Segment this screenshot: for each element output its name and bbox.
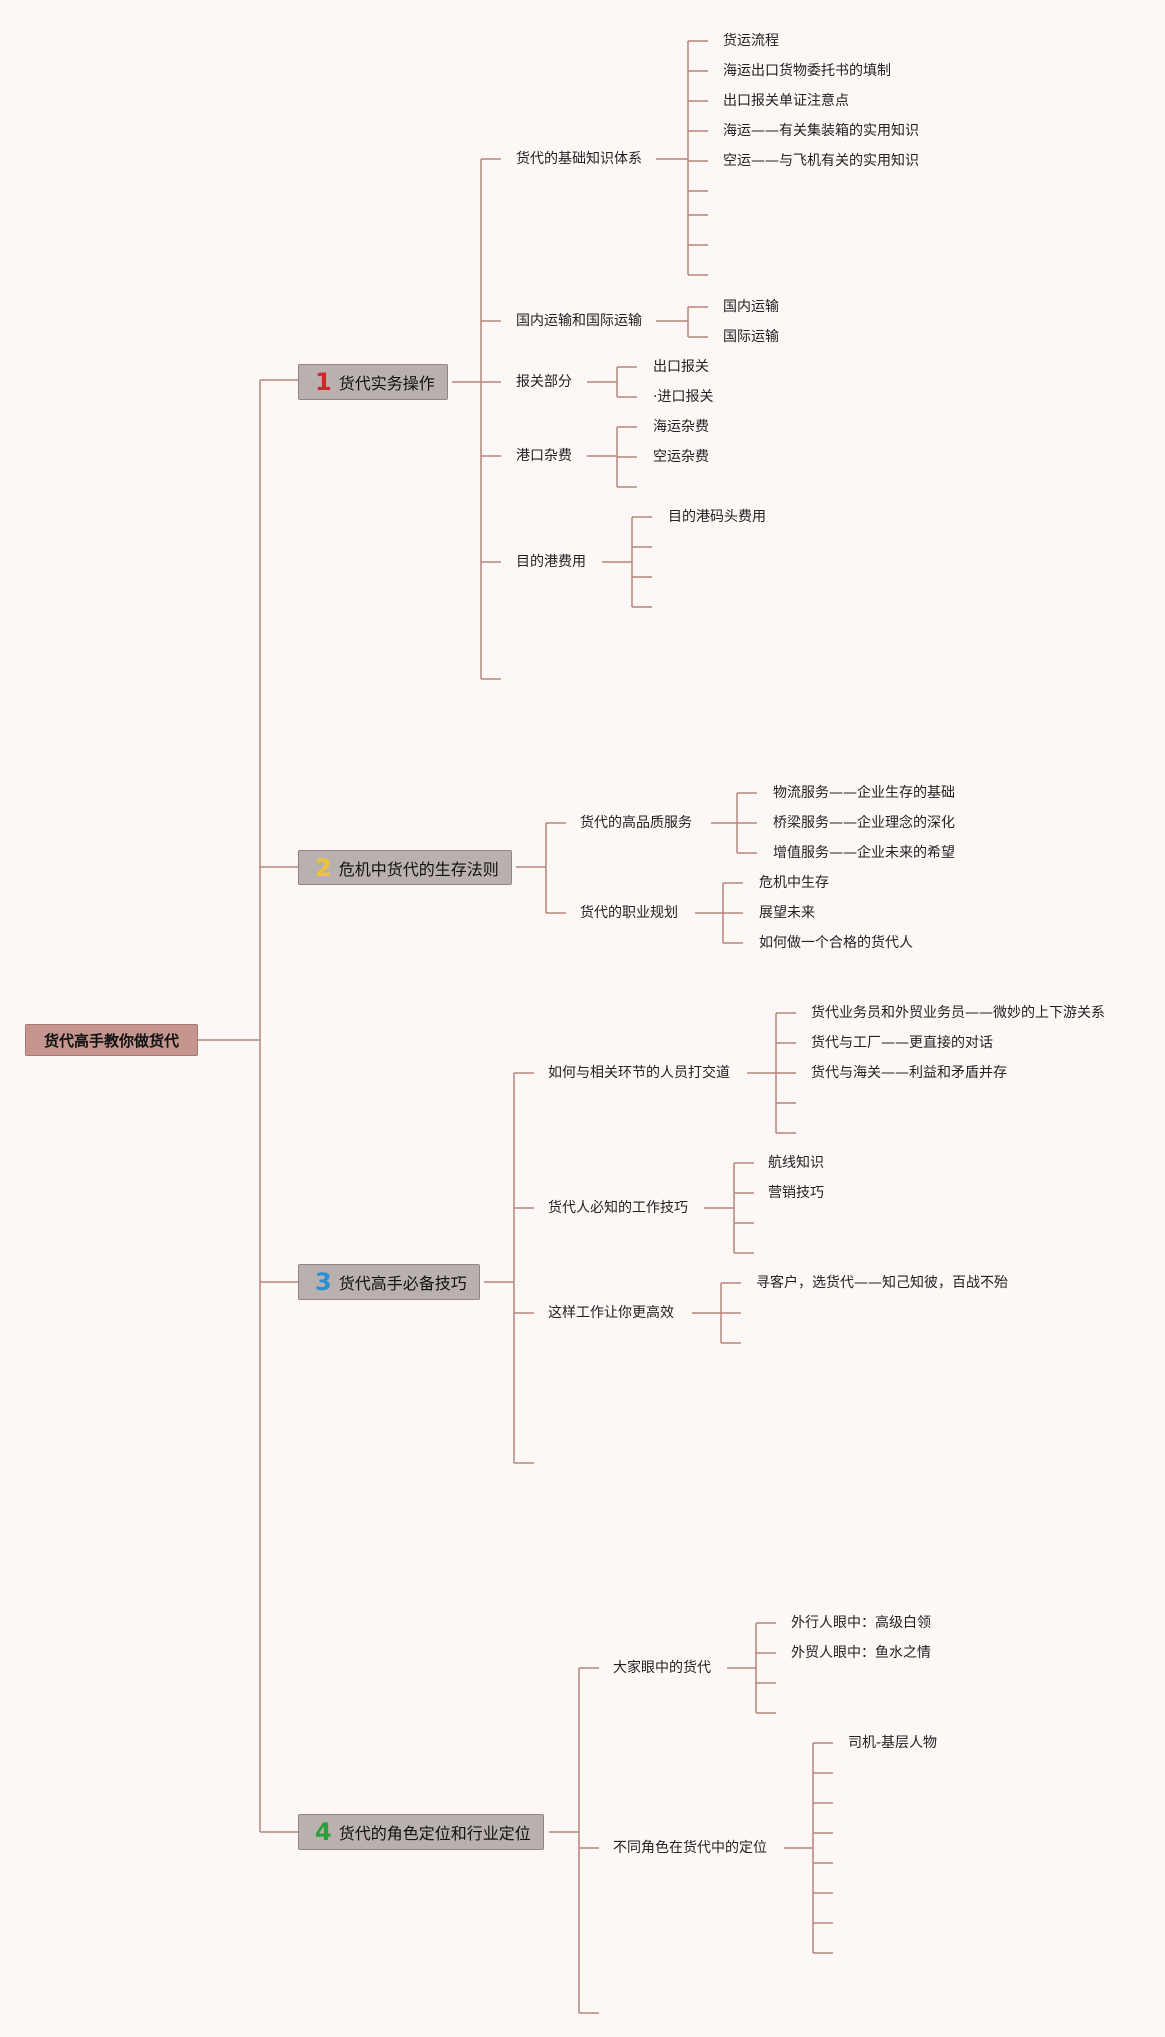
subtopic-1-1[interactable]: 货代的基础知识体系 bbox=[516, 151, 642, 167]
leaf-1-3-2[interactable]: ·进口报关 bbox=[653, 389, 714, 405]
leaf-3-3-1[interactable]: 寻客户，选货代——知己知彼，百战不殆 bbox=[756, 1275, 1008, 1291]
leaf-1-5-1[interactable]: 目的港码头费用 bbox=[668, 509, 766, 525]
subtopic-4-2[interactable]: 不同角色在货代中的定位 bbox=[613, 1840, 767, 1856]
branch-label-2: 危机中货代的生存法则 bbox=[338, 859, 499, 879]
branch-number-3: 3 bbox=[315, 1268, 332, 1296]
leaf-2-1-1[interactable]: 物流服务——企业生存的基础 bbox=[773, 785, 955, 801]
leaf-3-2-1[interactable]: 航线知识 bbox=[768, 1155, 824, 1171]
subtopic-3-1[interactable]: 如何与相关环节的人员打交道 bbox=[548, 1065, 730, 1081]
leaf-1-1-1[interactable]: 货运流程 bbox=[723, 33, 779, 49]
branch-number-4: 4 bbox=[315, 1818, 332, 1846]
leaf-4-2-1[interactable]: 司机-基层人物 bbox=[848, 1735, 938, 1751]
leaf-1-2-2[interactable]: 国际运输 bbox=[723, 329, 779, 345]
leaf-1-1-2[interactable]: 海运出口货物委托书的填制 bbox=[723, 63, 891, 79]
subtopic-3-3[interactable]: 这样工作让你更高效 bbox=[548, 1305, 674, 1321]
root-label: 货代高手教你做货代 bbox=[43, 1031, 179, 1050]
leaf-1-1-4[interactable]: 海运——有关集装箱的实用知识 bbox=[723, 123, 919, 139]
leaf-1-2-1[interactable]: 国内运输 bbox=[723, 299, 779, 315]
branch-node-4[interactable]: 4 货代的角色定位和行业定位 bbox=[298, 1814, 544, 1850]
branch-node-2[interactable]: 2 危机中货代的生存法则 bbox=[298, 850, 512, 885]
leaf-1-4-2[interactable]: 空运杂费 bbox=[653, 449, 709, 465]
leaf-2-2-1[interactable]: 危机中生存 bbox=[759, 875, 829, 891]
leaf-1-1-3[interactable]: 出口报关单证注意点 bbox=[723, 93, 849, 109]
subtopic-4-1[interactable]: 大家眼中的货代 bbox=[613, 1660, 711, 1676]
leaf-4-1-2[interactable]: 外贸人眼中：鱼水之情 bbox=[791, 1645, 931, 1661]
leaf-2-2-2[interactable]: 展望未来 bbox=[759, 905, 815, 921]
subtopic-1-2[interactable]: 国内运输和国际运输 bbox=[516, 313, 642, 329]
leaf-3-1-3[interactable]: 货代与海关——利益和矛盾并存 bbox=[811, 1065, 1007, 1081]
leaf-1-4-1[interactable]: 海运杂费 bbox=[653, 419, 709, 435]
leaf-1-1-5[interactable]: 空运——与飞机有关的实用知识 bbox=[723, 153, 919, 169]
subtopic-3-2[interactable]: 货代人必知的工作技巧 bbox=[548, 1200, 688, 1216]
subtopic-2-1[interactable]: 货代的高品质服务 bbox=[580, 815, 692, 831]
leaf-4-1-1[interactable]: 外行人眼中：高级白领 bbox=[791, 1615, 931, 1631]
leaf-1-3-1[interactable]: 出口报关 bbox=[653, 359, 709, 375]
branch-node-1[interactable]: 1 货代实务操作 bbox=[298, 364, 448, 400]
branch-node-3[interactable]: 3 货代高手必备技巧 bbox=[298, 1264, 480, 1300]
branch-number-2: 2 bbox=[315, 853, 332, 882]
leaf-3-1-1[interactable]: 货代业务员和外贸业务员——微妙的上下游关系 bbox=[811, 1005, 1105, 1021]
leaf-2-1-3[interactable]: 增值服务——企业未来的希望 bbox=[773, 845, 955, 861]
subtopic-1-3[interactable]: 报关部分 bbox=[516, 374, 572, 390]
leaf-2-2-3[interactable]: 如何做一个合格的货代人 bbox=[759, 935, 913, 951]
branch-label-3: 货代高手必备技巧 bbox=[338, 1274, 467, 1293]
subtopic-1-4[interactable]: 港口杂费 bbox=[516, 448, 572, 464]
subtopic-1-5[interactable]: 目的港费用 bbox=[516, 554, 586, 570]
branch-label-4: 货代的角色定位和行业定位 bbox=[338, 1824, 531, 1843]
leaf-3-2-2[interactable]: 营销技巧 bbox=[768, 1185, 824, 1201]
branch-number-1: 1 bbox=[315, 368, 332, 396]
leaf-2-1-2[interactable]: 桥梁服务——企业理念的深化 bbox=[773, 815, 955, 831]
branch-label-1: 货代实务操作 bbox=[338, 374, 435, 393]
subtopic-2-2[interactable]: 货代的职业规划 bbox=[580, 905, 678, 921]
root-node[interactable]: 货代高手教你做货代 bbox=[25, 1024, 198, 1056]
leaf-3-1-2[interactable]: 货代与工厂——更直接的对话 bbox=[811, 1035, 993, 1051]
